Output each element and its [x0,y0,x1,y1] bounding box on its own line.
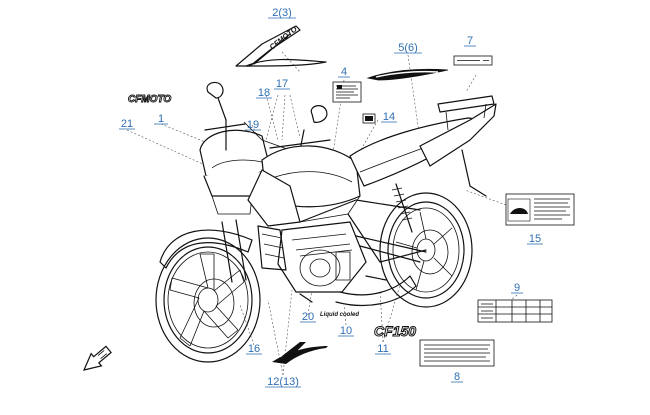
decal-large-text-label [419,339,495,367]
rear-wheel [379,192,473,308]
decal-spec-table [477,299,553,323]
callout-7: 7 [467,35,473,47]
decal-tank-stripe: CFMOTO [235,24,327,67]
decal-model-mark-text: CF150 [374,323,416,339]
callout-9: 9 [514,282,520,294]
decal-cfmoto-front-text: CFMOTO [128,94,171,105]
callout-17: 17 [276,78,288,90]
callout-21: 21 [121,118,133,130]
motorcycle-outline [155,81,497,363]
callout-10: 10 [340,325,352,337]
callout-numbers: 1 2(3) 4 5(6) 7 8 9 10 11 12(13) 14 15 1… [119,7,543,388]
callout-4: 4 [341,66,347,78]
decal-side-stripe [366,68,449,81]
decal-info-label-small [332,81,362,103]
callout-8: 8 [454,371,460,383]
callout-1: 1 [158,113,164,125]
decal-cfmoto-front-logo: CFMOTO [128,94,172,106]
decal-items: CFMOTO CFMOTO [128,24,575,367]
callout-2-3: 2(3) [272,7,292,19]
callout-12-13: 12(13) [267,376,299,388]
callout-16: 16 [248,343,260,355]
callout-5-6: 5(6) [398,42,418,54]
decal-liquid-cooled-text: Liquid cooled [320,312,359,318]
callout-14: 14 [383,111,395,123]
front-wheel [155,237,261,363]
callout-11: 11 [377,343,388,355]
callout-20: 20 [302,311,314,323]
front-direction-arrow-icon [82,345,112,371]
decal-tag-label [453,55,493,66]
decal-model-mark: CF150 [374,323,417,340]
warning-motorcycle-icon [510,208,528,214]
decal-liquid-cooled: Liquid cooled [320,312,359,318]
callout-15: 15 [529,233,541,245]
decal-warning-label [505,193,575,226]
callout-18: 18 [258,87,270,99]
callout-19: 19 [247,119,259,131]
decal-fender-stripe [272,342,328,364]
decal-tiny-label [362,113,376,124]
